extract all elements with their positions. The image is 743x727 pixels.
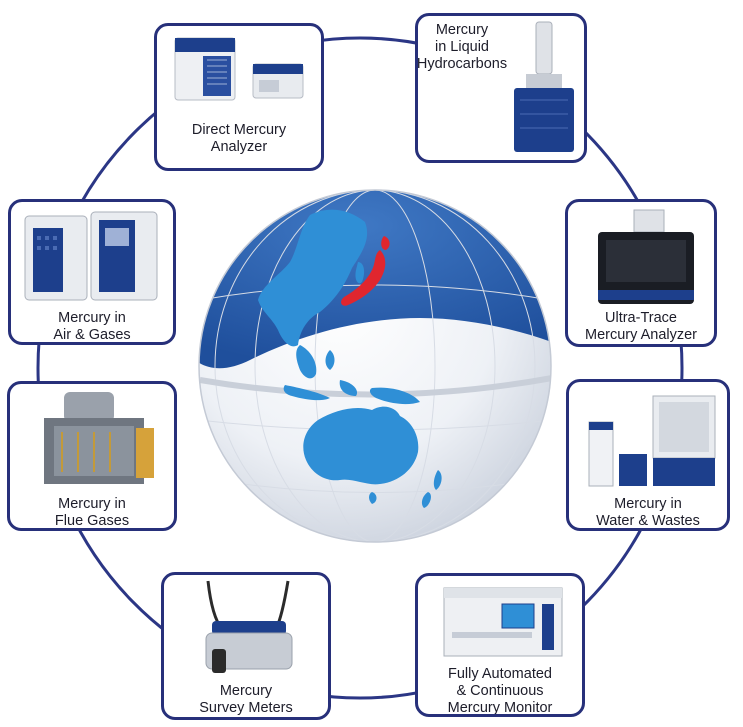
water-wastes-analyzer-image bbox=[588, 395, 716, 487]
card-mercury-in-water-wastes[interactable]: Mercury in Water & Wastes bbox=[566, 379, 730, 531]
flue-gas-analyzer-image bbox=[44, 392, 154, 484]
ultra-trace-analyzer-image bbox=[598, 209, 694, 304]
card-label: Fully Automated & Continuous Mercury Mon… bbox=[447, 666, 553, 716]
card-label: Mercury Survey Meters bbox=[199, 683, 293, 716]
direct-mercury-analyzer-image bbox=[174, 37, 304, 101]
hydrocarbon-analyzer-image bbox=[514, 21, 574, 152]
card-direct-mercury-analyzer[interactable]: Direct Mercury Analyzer bbox=[154, 23, 324, 171]
card-label: Direct Mercury Analyzer bbox=[191, 122, 287, 155]
continuous-monitor-image bbox=[443, 587, 563, 657]
card-label: Mercury in Liquid Hydrocarbons bbox=[416, 22, 508, 72]
card-mercury-in-flue-gases[interactable]: Mercury in Flue Gases bbox=[7, 381, 177, 531]
air-gases-analyzer-image bbox=[24, 211, 158, 301]
card-label: Mercury in Flue Gases bbox=[54, 496, 130, 529]
card-label: Mercury in Air & Gases bbox=[53, 310, 131, 343]
card-fully-automated-continuous-monitor[interactable]: Fully Automated & Continuous Mercury Mon… bbox=[415, 573, 585, 717]
card-ultra-trace-mercury-analyzer[interactable]: Ultra-Trace Mercury Analyzer bbox=[565, 199, 717, 347]
card-mercury-in-air-gases[interactable]: Mercury in Air & Gases bbox=[8, 199, 176, 345]
card-label: Ultra-Trace Mercury Analyzer bbox=[584, 310, 697, 343]
survey-meter-image bbox=[205, 580, 293, 673]
card-label: Mercury in Water & Wastes bbox=[596, 496, 700, 529]
card-mercury-in-liquid-hydrocarbons[interactable]: Mercury in Liquid Hydrocarbons bbox=[415, 13, 587, 163]
card-mercury-survey-meters[interactable]: Mercury Survey Meters bbox=[161, 572, 331, 720]
